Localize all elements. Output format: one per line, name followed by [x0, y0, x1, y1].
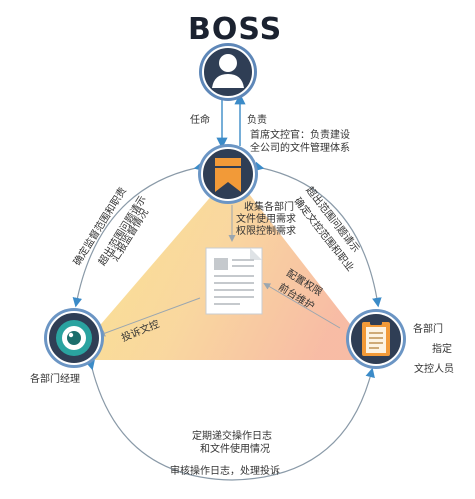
bottom-arc — [85, 359, 375, 481]
collect-line2: 文件使用需求 — [236, 214, 296, 225]
appoint-label: 任命 — [190, 115, 210, 126]
bottom-line3: 审核操作日志，处理投诉 — [170, 466, 280, 477]
chief-role-line2: 全公司的文件管理体系 — [250, 143, 350, 154]
chief-node — [198, 144, 258, 204]
dept-line2: 指定 — [432, 344, 452, 355]
collect-line1: 收集各部门 — [244, 202, 294, 213]
responsible-label: 负责 — [247, 115, 267, 126]
manager-node — [44, 308, 104, 368]
bottom-line1: 定期递交操作日志 — [192, 431, 272, 442]
collect-line3: 权限控制需求 — [236, 226, 296, 237]
eye-icon — [56, 320, 92, 356]
left-arc — [72, 161, 205, 308]
config-arrow — [263, 282, 341, 329]
boss-node — [199, 43, 257, 101]
staff-node — [346, 309, 406, 369]
dept-manager-label: 各部门经理 — [30, 374, 80, 385]
bookmark-icon — [215, 158, 241, 192]
bottom-line2: 和文件使用情况 — [200, 444, 270, 455]
document-icon — [205, 247, 263, 315]
boss-title: BOSS — [188, 12, 283, 47]
dept-line3: 文控人员 — [414, 364, 454, 375]
right-arc — [253, 161, 382, 308]
user-icon — [212, 54, 244, 88]
chief-role-line1: 首席文控官：负责建设 — [250, 130, 350, 141]
clipboard-icon — [362, 318, 390, 356]
dept-line1: 各部门 — [413, 324, 443, 335]
complaint-arrow — [98, 297, 201, 337]
